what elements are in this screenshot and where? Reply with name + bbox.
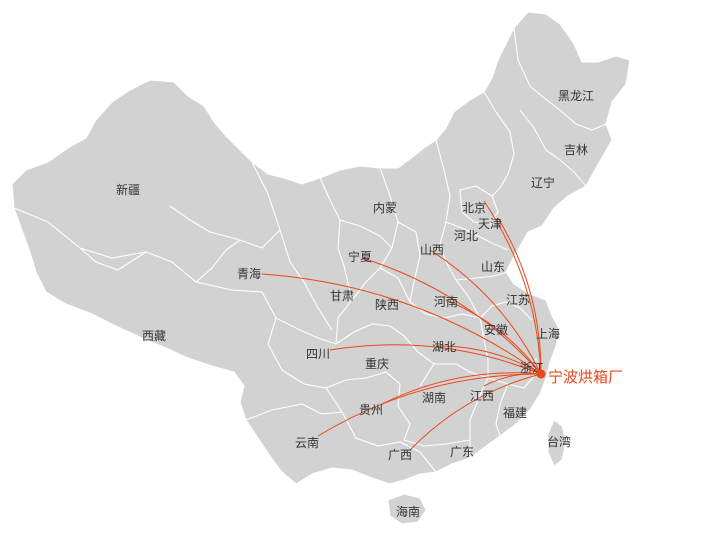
route-line-jiangxi <box>483 373 542 387</box>
origin-label: 宁波烘箱厂 <box>548 368 623 386</box>
route-line-beijing <box>483 200 542 375</box>
province-label-fujian: 福建 <box>503 405 527 420</box>
province-label-hubei: 湖北 <box>432 339 456 354</box>
province-label-shandong: 山东 <box>481 260 505 274</box>
route-line-qinghai <box>261 273 542 375</box>
route-line-guizhou <box>381 372 542 405</box>
province-label-ningxia: 宁夏 <box>348 249 372 264</box>
province-label-hainan: 海南 <box>396 504 420 519</box>
province-label-guangxi: 广西 <box>388 448 412 462</box>
province-label-shanghai: 上海 <box>536 326 560 341</box>
province-label-chongqing: 重庆 <box>365 357 389 371</box>
taiwan-shape <box>547 419 567 467</box>
route-line-shanxi <box>429 249 542 375</box>
province-borders <box>13 27 607 473</box>
province-label-anhui: 安徽 <box>484 322 508 337</box>
province-label-yunnan: 云南 <box>295 435 319 450</box>
province-label-xinjiang: 新疆 <box>116 182 140 197</box>
province-label-neimenggu: 内蒙 <box>373 201 397 215</box>
origin-marker-group: 宁波烘箱厂 <box>536 368 623 386</box>
origin-marker-icon <box>536 369 546 379</box>
route-line-sichuan <box>329 344 542 375</box>
route-line-tianjin <box>497 217 542 375</box>
province-label-shaanxi: 陕西 <box>375 297 399 312</box>
province-label-jiangsu: 江苏 <box>506 293 530 307</box>
province-label-hunan: 湖南 <box>422 390 446 405</box>
province-label-qinghai: 青海 <box>237 266 261 281</box>
china-landmass <box>11 11 631 525</box>
province-label-sichuan: 四川 <box>306 347 330 361</box>
province-label-shanxi: 山西 <box>420 243 444 257</box>
route-line-henan <box>445 299 542 375</box>
route-lines <box>261 200 542 451</box>
province-label-hebei: 河北 <box>454 229 478 243</box>
province-label-henan: 河南 <box>434 294 458 309</box>
route-line-yunnan <box>317 373 542 437</box>
route-line-ningxia <box>361 257 542 375</box>
province-label-xizang: 西藏 <box>142 329 166 343</box>
province-label-gansu: 甘肃 <box>330 289 354 303</box>
province-label-guangdong: 广东 <box>450 445 474 459</box>
province-label-jilin: 吉林 <box>564 143 588 157</box>
province-label-liaoning: 辽宁 <box>531 175 555 190</box>
province-label-jiangxi: 江西 <box>470 389 494 403</box>
route-line-guangxi <box>409 373 542 451</box>
province-label-beijing: 北京 <box>462 201 486 215</box>
province-label-tianjin: 天津 <box>478 217 502 231</box>
mainland-shape <box>11 11 631 485</box>
hainan-shape <box>387 493 427 525</box>
route-line-hubei <box>435 345 542 375</box>
province-label-guizhou: 贵州 <box>359 403 383 417</box>
province-label-taiwan: 台湾 <box>547 434 571 449</box>
province-label-heilongjiang: 黑龙江 <box>558 89 594 103</box>
